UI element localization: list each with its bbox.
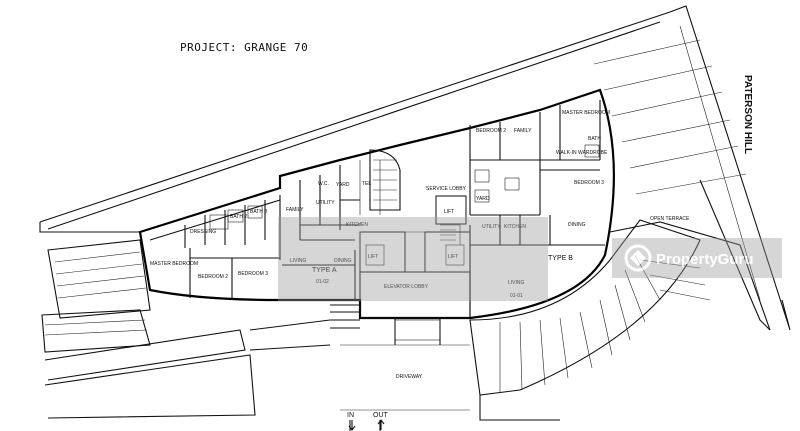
room-utility-b: UTILITY <box>482 224 501 230</box>
building-outline <box>138 88 615 320</box>
type-b-walls <box>469 100 605 318</box>
room-kitchen-b: KITCHEN <box>504 224 526 230</box>
room-family-b: FAMILY <box>514 128 532 134</box>
room-living-b: LIVING <box>508 280 525 286</box>
entry-out-label: OUT <box>373 412 389 419</box>
room-bath3: BATH 3 <box>250 209 267 215</box>
propertyguru-watermark: PropertyGuru <box>278 217 782 301</box>
room-elevator-lobby: ELEVATOR LOBBY <box>384 284 429 290</box>
room-lift-a: LIFT <box>368 254 378 260</box>
room-master-bedroom-b: MASTER BEDROOM <box>562 110 610 116</box>
room-bedroom3-a: BEDROOM 3 <box>238 271 268 277</box>
type-a-units: 01-02 <box>316 279 329 285</box>
site-boundary <box>39 5 791 331</box>
type-b-label: TYPE B <box>548 255 573 262</box>
type-b-units: 01-01 <box>510 293 523 299</box>
watermark-brand: PropertyGuru <box>656 251 754 268</box>
street-name: PATERSON HILL <box>742 75 753 154</box>
room-bedroom2-a: BEDROOM 2 <box>198 274 228 280</box>
driveway <box>249 319 470 431</box>
entry-arrows: IN OUT <box>347 412 389 431</box>
room-kitchen-a: KITCHEN <box>346 222 368 228</box>
room-lift-service: LIFT <box>444 209 454 215</box>
room-bath-b: BATH <box>588 136 601 142</box>
room-family-a: FAMILY <box>286 207 304 213</box>
type-a-walls <box>184 149 401 300</box>
room-bedroom3-b: BEDROOM 3 <box>574 180 604 186</box>
project-title: PROJECT: GRANGE 70 <box>180 41 308 54</box>
room-open-terrace: OPEN TERRACE <box>650 216 690 222</box>
room-yard-a: YARD <box>336 182 350 188</box>
room-driveway: DRIVEWAY <box>396 374 423 380</box>
room-dining-b: DINING <box>568 222 586 228</box>
room-tel: TEL <box>362 181 371 187</box>
room-master-bedroom-a: MASTER BEDROOM <box>150 261 198 267</box>
room-dressing: DRESSING <box>190 229 216 235</box>
left-ramp-area <box>41 239 256 419</box>
street-label: PATERSON HILL <box>742 75 753 154</box>
room-wc: W.C. <box>318 181 329 187</box>
room-bedroom2-b: BEDROOM 2 <box>476 128 506 134</box>
room-yard-b: YARD <box>476 196 490 202</box>
room-utility-a: UTILITY <box>316 200 335 206</box>
room-service-lobby: SERVICE LOBBY <box>426 186 467 192</box>
room-walk-in-wardrobe: WALK-IN WARDROBE <box>556 150 608 156</box>
propertyguru-logo-icon <box>624 244 652 272</box>
out-arrow-icon <box>377 419 385 430</box>
in-arrow-icon <box>348 420 356 431</box>
curved-ramp <box>469 219 771 421</box>
room-lift-b: LIFT <box>448 254 458 260</box>
entry-in-label: IN <box>347 412 354 419</box>
type-a-label: TYPE A <box>312 267 337 274</box>
room-living-a: LIVING <box>290 258 307 264</box>
room-dining-a: DINING <box>334 258 352 264</box>
room-bath2: BATH 2 <box>230 214 247 220</box>
